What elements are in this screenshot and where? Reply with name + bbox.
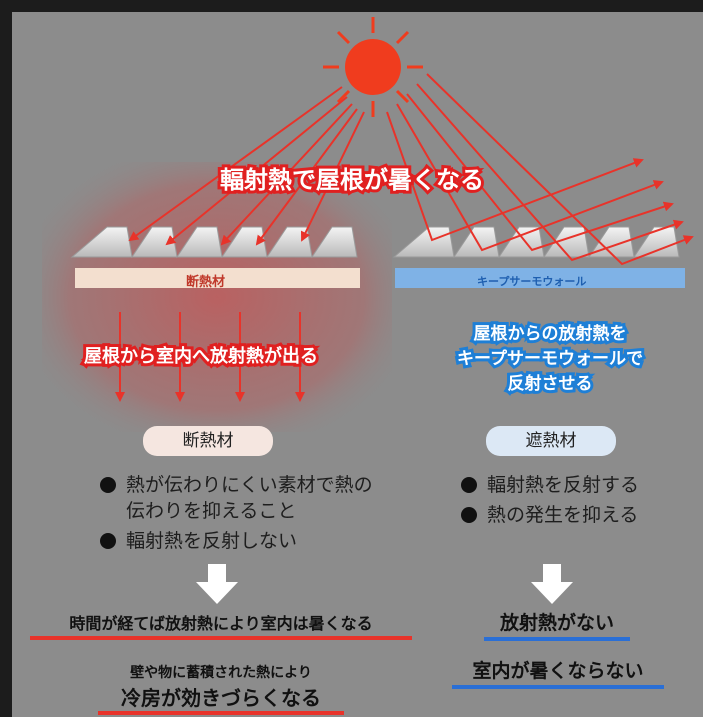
right-reflect-text-1: 屋根からの放射熱を — [471, 321, 630, 347]
bullet-dot-icon — [100, 533, 116, 549]
right-bullets: 輻射熱を反射する 熱の発生を抑える — [461, 472, 639, 528]
headline: 輻射熱で屋根が暑くなる — [217, 163, 487, 197]
insulation-bar-label: 断熱材 — [186, 275, 226, 290]
right-reflect-text-3: 反射させる — [505, 371, 596, 397]
heat-glow — [42, 162, 392, 432]
left-result-2-small: 壁や物に蓄積された熱により — [130, 665, 312, 681]
sun-icon — [323, 17, 423, 117]
right-roof — [392, 226, 680, 259]
left-result-1: 時間が経てば放射熱により室内は暑くなる — [30, 610, 412, 640]
rays-right — [386, 73, 694, 266]
left-heat-text: 屋根から室内へ放射熱が出る — [81, 343, 321, 370]
right-result-1: 放射熱がない — [484, 608, 630, 641]
diagram-panel: 輻射熱で屋根が暑くなる 断熱材 キープサーモウォール 屋根から室内へ放射熱が出る… — [12, 12, 703, 717]
bullet-dot-icon — [100, 477, 116, 493]
insulation-bar — [75, 268, 360, 288]
reflect-bar-label: キープサーモウォール — [477, 275, 587, 288]
diagram-art — [42, 17, 694, 604]
down-arrow-right-icon — [531, 564, 573, 604]
rays-left — [128, 86, 365, 246]
reflect-bar — [395, 268, 685, 288]
right-bullet-2: 熱の発生を抑える — [461, 502, 639, 528]
left-roof — [70, 226, 358, 259]
bullet-dot-icon — [461, 477, 477, 493]
right-result-2: 室内が暑くならない — [452, 656, 664, 689]
left-bullet-1-cont: 伝わりを抑えること — [126, 500, 297, 522]
left-result-2-big: 冷房が効きづらくなる — [98, 682, 344, 715]
down-arrow-left-icon — [196, 564, 238, 604]
left-pill: 断熱材 — [143, 426, 273, 456]
left-bullet-2: 輻射熱を反射しない — [100, 528, 373, 554]
left-bullets: 熱が伝わりにくい素材で熱の 伝わりを抑えること 輻射熱を反射しない — [100, 472, 373, 554]
right-bullet-1: 輻射熱を反射する — [461, 472, 639, 498]
left-bullet-1: 熱が伝わりにくい素材で熱の — [100, 472, 373, 498]
bullet-dot-icon — [461, 507, 477, 523]
right-pill: 遮熱材 — [486, 426, 616, 456]
heat-down-arrows — [115, 312, 305, 402]
right-reflect-text-2: キープサーモウォールで — [454, 346, 646, 372]
